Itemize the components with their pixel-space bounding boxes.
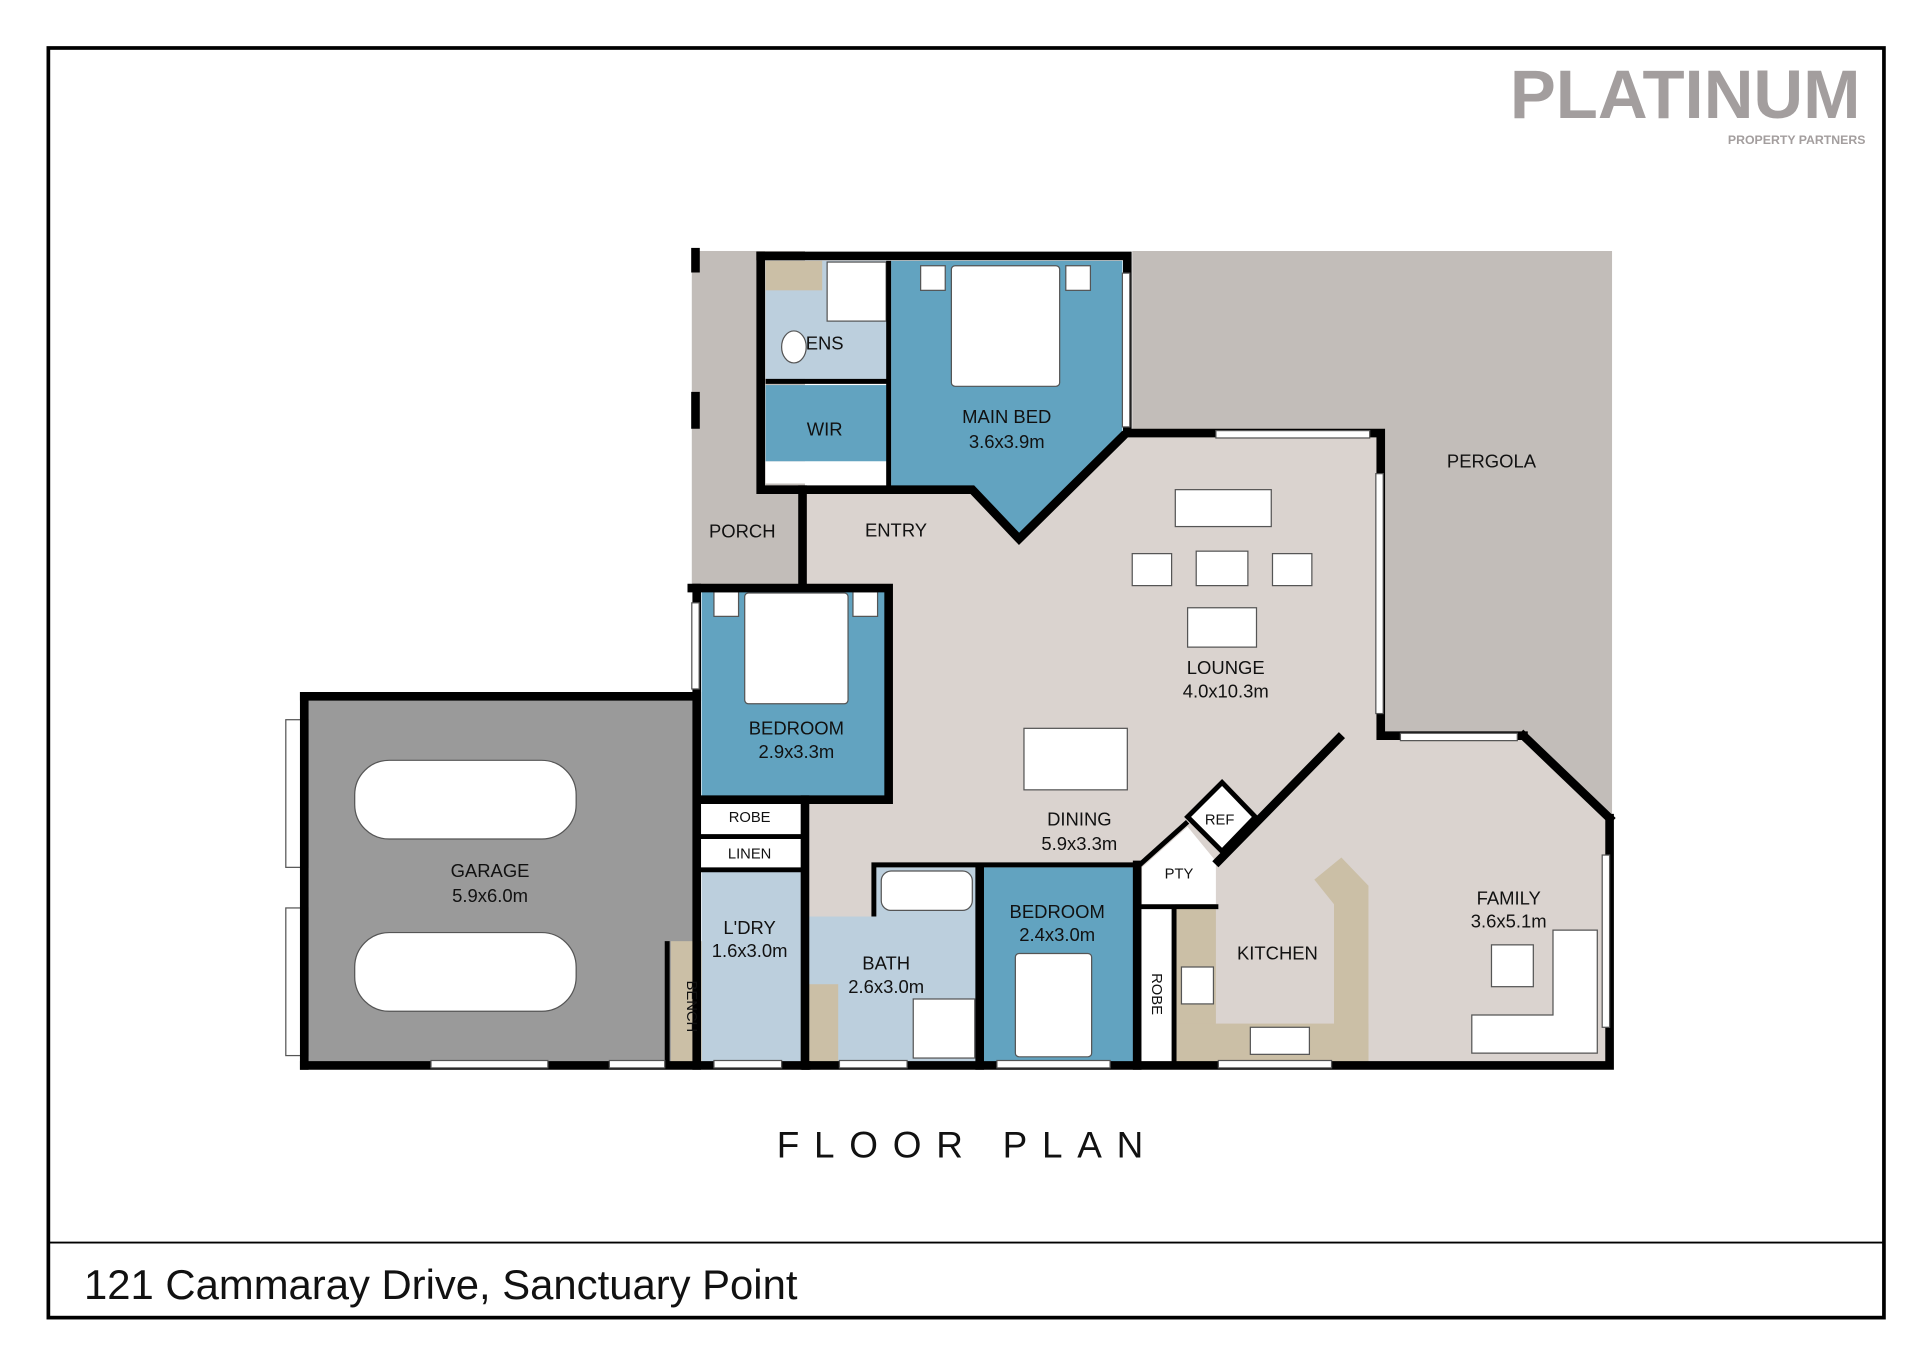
- car-icon: [354, 931, 577, 1012]
- bathtub-icon: [880, 870, 973, 912]
- room-label-wir: WIR: [807, 419, 843, 440]
- room-size-main-bed: 3.6x3.9m: [969, 431, 1045, 452]
- car-icon: [354, 759, 577, 840]
- room-size-family: 3.6x5.1m: [1471, 911, 1547, 932]
- shower-icon: [826, 261, 887, 322]
- room-label-garage: GARAGE: [451, 860, 530, 881]
- pergola-area: [1132, 250, 1613, 819]
- lamp-icon: [713, 591, 740, 617]
- lamp-icon: [852, 591, 879, 617]
- laundry-room: [701, 871, 803, 1062]
- toilet-icon: [780, 330, 807, 364]
- dining-table-icon: [1023, 727, 1128, 791]
- lamp-icon: [1065, 265, 1092, 291]
- main-bed-room: [891, 260, 1123, 539]
- pantry-area: [1142, 826, 1216, 905]
- room-size-bath: 2.6x3.0m: [848, 976, 924, 997]
- lamp-icon: [920, 265, 946, 291]
- room-label-family: FAMILY: [1477, 887, 1541, 908]
- armchair-icon: [1271, 553, 1313, 587]
- armchair-icon: [1131, 553, 1173, 587]
- bed-icon: [950, 265, 1061, 387]
- room-label-bedroom2: BEDROOM: [1010, 901, 1105, 922]
- vanity-icon: [806, 984, 839, 1062]
- room-label-entry: ENTRY: [865, 519, 927, 540]
- property-address: 121 Cammaray Drive, Sanctuary Point: [84, 1261, 798, 1308]
- brand-tagline: PROPERTY PARTNERS: [1728, 133, 1866, 147]
- brand-logo: PLATINUM: [1510, 56, 1861, 133]
- bed-icon: [1014, 952, 1093, 1058]
- room-size-laundry: 1.6x3.0m: [712, 940, 788, 961]
- bed-icon: [744, 592, 849, 705]
- wir-shelf: [765, 461, 889, 484]
- room-label-lounge: LOUNGE: [1187, 657, 1265, 678]
- room-label-robe2: ROBE: [1148, 973, 1164, 1015]
- plan-title: FLOOR PLAN: [777, 1125, 1158, 1166]
- sofa-icon: [1186, 607, 1258, 648]
- room-size-garage: 5.9x6.0m: [452, 885, 528, 906]
- room-size-dining: 5.9x3.3m: [1041, 833, 1117, 854]
- room-label-laundry: L'DRY: [723, 917, 775, 938]
- room-size-bedroom2: 2.4x3.0m: [1019, 924, 1095, 945]
- sink-icon: [1249, 1026, 1311, 1055]
- room-label-main-bed: MAIN BED: [962, 406, 1051, 427]
- kitchen-island: [1314, 857, 1369, 1062]
- sofa-icon: [1471, 929, 1598, 1054]
- room-size-lounge: 4.0x10.3m: [1183, 681, 1269, 702]
- room-label-dining: DINING: [1047, 809, 1112, 830]
- room-label-pergola: PERGOLA: [1447, 451, 1537, 472]
- room-label-pty: PTY: [1165, 866, 1194, 882]
- coffee-table-icon: [1195, 550, 1249, 587]
- robe1-area: [701, 802, 803, 835]
- room-label-kitchen: KITCHEN: [1237, 943, 1318, 964]
- wir-room: [765, 385, 889, 462]
- cooktop-icon: [1180, 966, 1215, 1005]
- room-label-porch: PORCH: [709, 521, 776, 542]
- shower-icon: [912, 998, 976, 1059]
- room-label-bedroom1: BEDROOM: [749, 717, 844, 738]
- room-label-linen: LINEN: [728, 847, 771, 863]
- vanity-icon: [765, 260, 823, 291]
- room-label-bath: BATH: [862, 952, 910, 973]
- sofa-icon: [1174, 489, 1272, 528]
- room-label-robe1: ROBE: [729, 810, 771, 826]
- room-label-bench: BENCH: [683, 981, 699, 1033]
- room-size-bedroom1: 2.9x3.3m: [758, 741, 834, 762]
- linen-area: [701, 839, 803, 869]
- windows: [430, 272, 1611, 1069]
- coffee-table-icon: [1490, 944, 1534, 988]
- room-label-ref: REF: [1205, 812, 1235, 828]
- room-label-ens: ENS: [806, 332, 844, 353]
- robe2-area: [1139, 904, 1172, 1062]
